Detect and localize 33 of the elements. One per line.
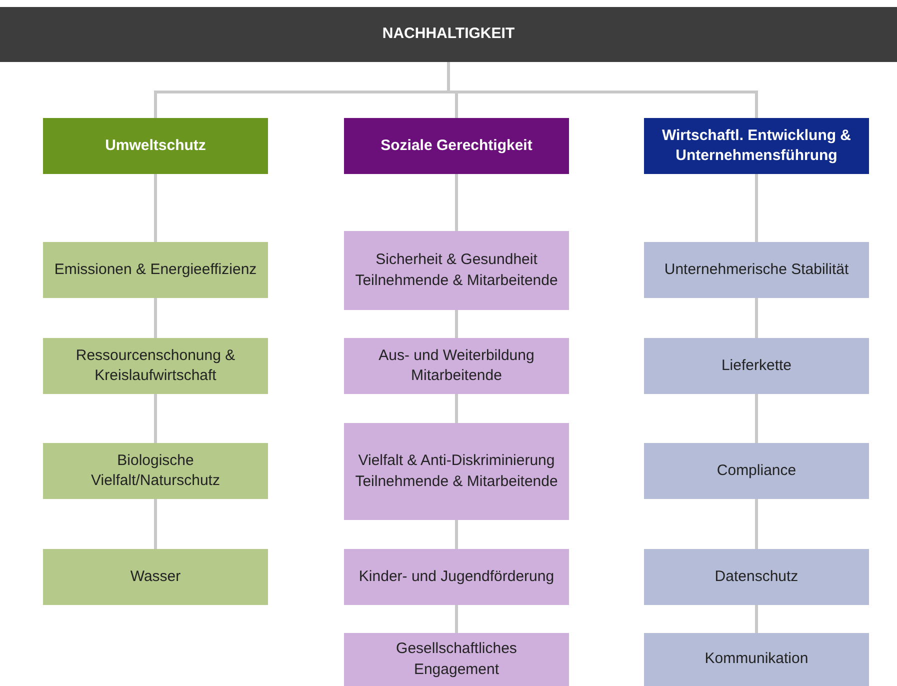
connector-line <box>154 174 157 242</box>
topic-box: Compliance <box>644 443 869 499</box>
connector-line <box>455 174 458 231</box>
topic-box: Kinder- und Jugendförderung <box>344 549 569 605</box>
topic-box: Aus- und Weiterbildung Mitarbeitende <box>344 338 569 394</box>
title-bar: NACHHALTIGKEIT <box>0 7 897 62</box>
connector-line <box>455 605 458 633</box>
connector-line <box>755 174 758 242</box>
topic-box: Sicherheit & Gesundheit Teilnehmende & Mitarbeitende <box>344 231 569 310</box>
topic-box: Kommunikation <box>644 633 869 686</box>
connector-line <box>455 520 458 549</box>
connector-line <box>755 605 758 633</box>
category-header: Umweltschutz <box>43 118 268 174</box>
topic-box: Gesellschaftliches Engagement <box>344 633 569 686</box>
topic-box: Vielfalt & Anti-Diskriminierung Teilnehmende & Mitarbeitende <box>344 423 569 520</box>
connector-line <box>455 310 458 338</box>
topic-box: Lieferkette <box>644 338 869 394</box>
topic-box: Wasser <box>43 549 268 605</box>
topic-box: Datenschutz <box>644 549 869 605</box>
connector-line <box>154 394 157 443</box>
topic-box: Biologische Vielfalt/Naturschutz <box>43 443 268 499</box>
category-header: Soziale Gerechtigkeit <box>344 118 569 174</box>
connector-line <box>447 62 758 118</box>
connector-line <box>154 298 157 338</box>
connector-line <box>755 394 758 443</box>
topic-box: Ressourcenschonung & Kreislaufwirtschaft <box>43 338 268 394</box>
connector-line <box>755 499 758 549</box>
category-header: Wirtschaftl. Entwicklung & Unternehmensführung <box>644 118 869 174</box>
connector-line <box>455 394 458 423</box>
topic-box: Emissionen & Energieeffizienz <box>43 242 268 298</box>
connector-line <box>755 298 758 338</box>
connector-line <box>154 499 157 549</box>
topic-box: Unternehmerische Stabilität <box>644 242 869 298</box>
